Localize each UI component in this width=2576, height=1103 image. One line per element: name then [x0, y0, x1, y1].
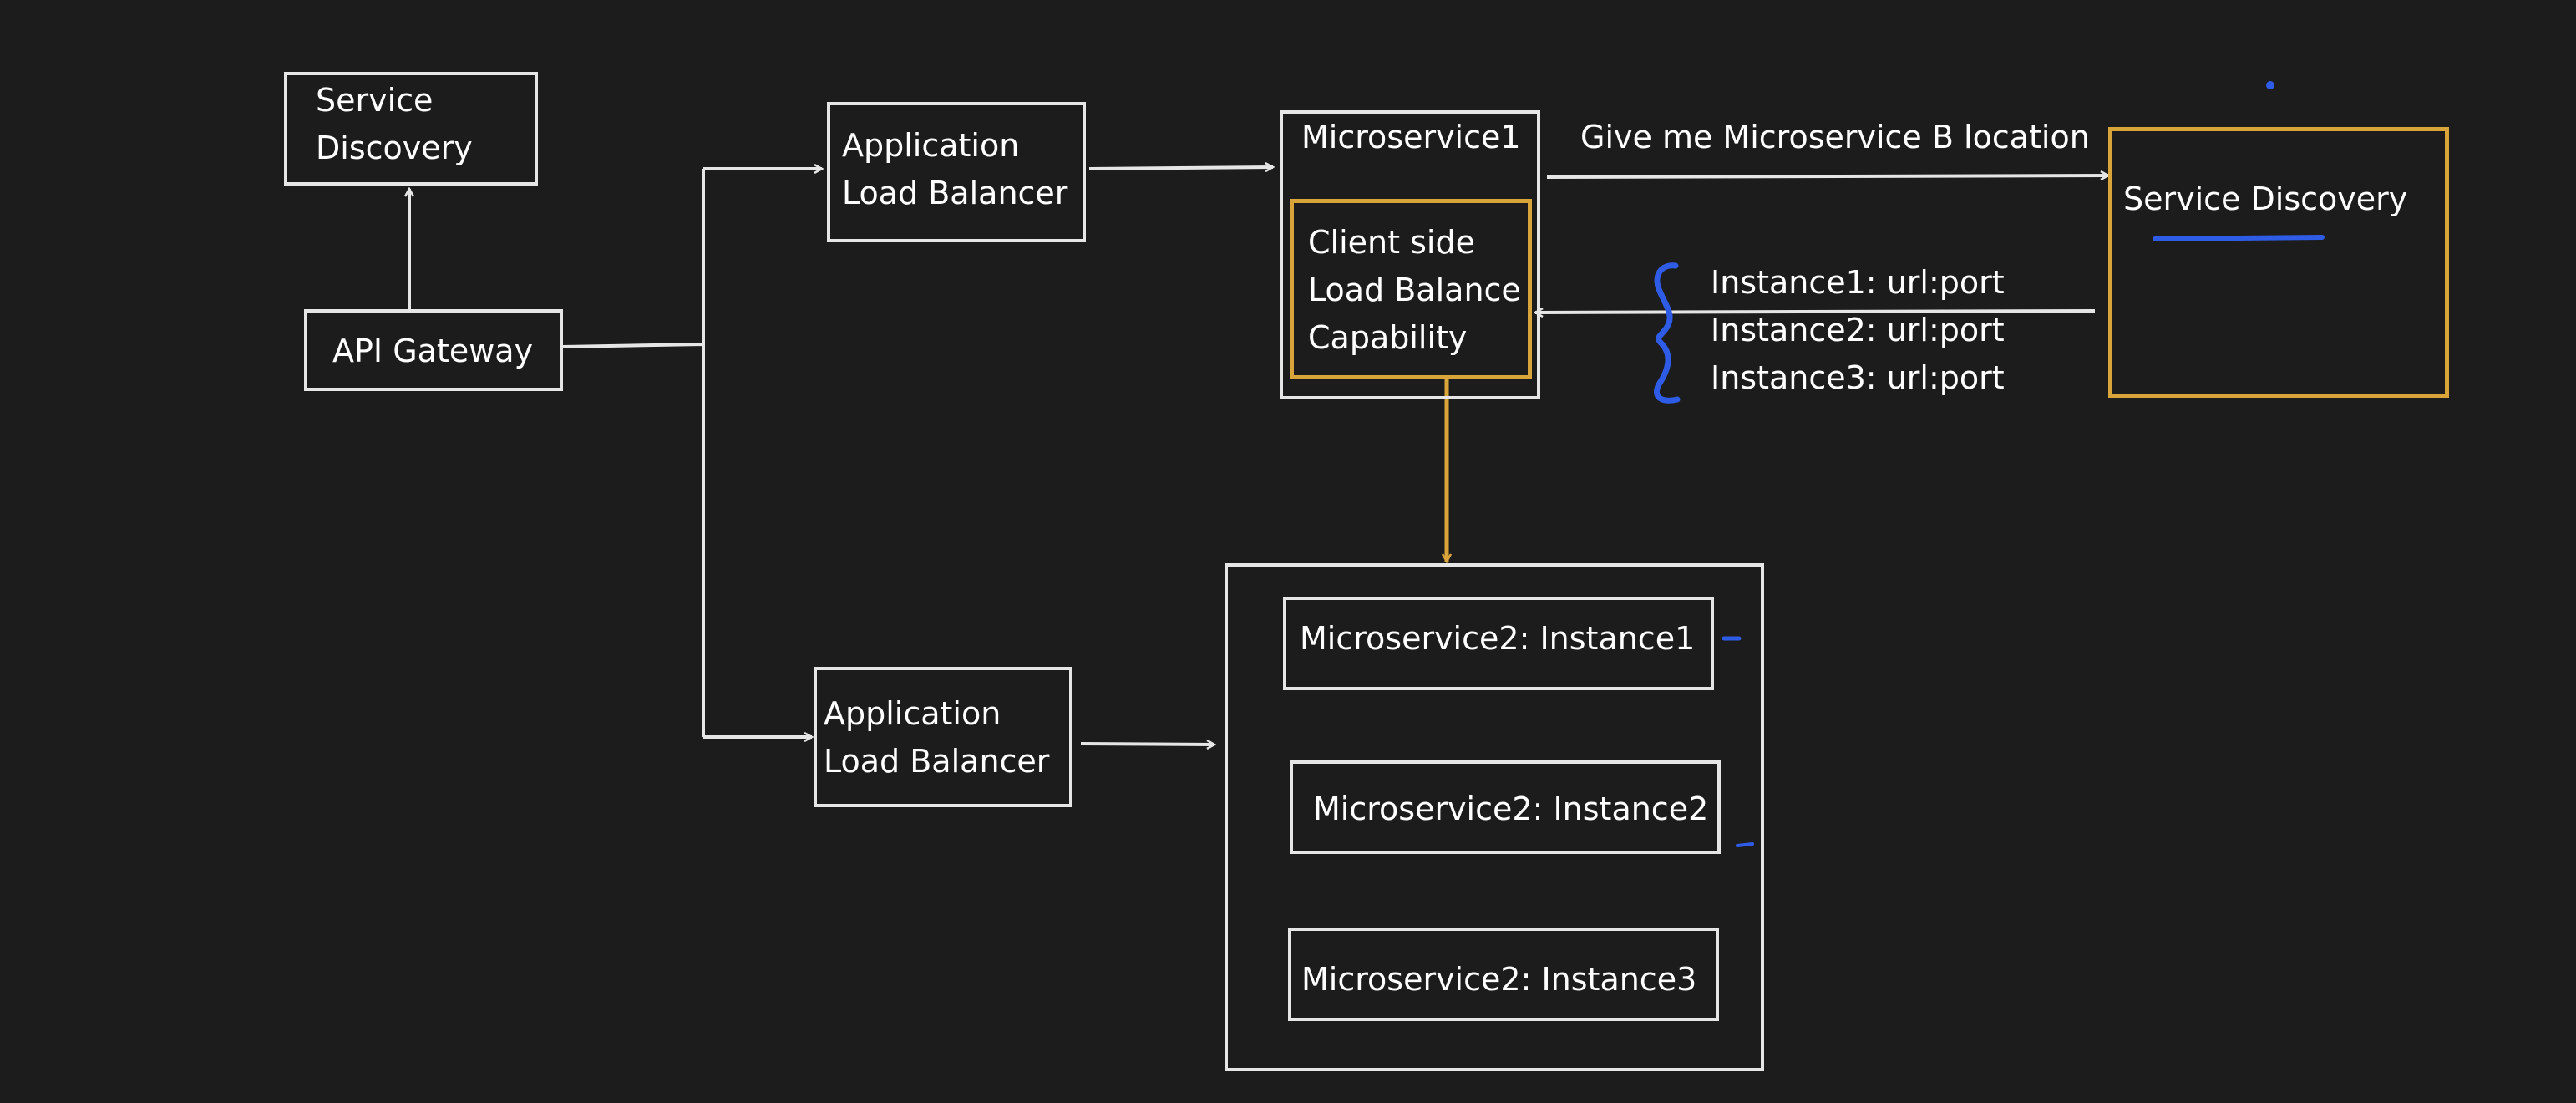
underline-annotation [2153, 235, 2325, 241]
ms2-instance2-box [1290, 760, 1721, 854]
instance-entry: Instance3: url:port [1711, 359, 2005, 396]
request-location-arrow [1546, 175, 2108, 177]
service-discovery-left-label: Service Discovery [316, 82, 473, 166]
gateway-split-connector [562, 169, 705, 737]
microservice1-label: Microservice1 [1301, 119, 1521, 155]
alb-top-to-microservice1-arrow [1088, 167, 1273, 169]
alb-bottom-box [814, 667, 1072, 807]
ms2-instance3-label: Microservice2: Instance3 [1301, 961, 1697, 998]
client-side-lb-label: Client side Load Balance Capability [1308, 224, 1521, 356]
ms2-instance3-box [1288, 928, 1719, 1021]
service-discovery-right-label: Service Discovery [2123, 180, 2408, 217]
service-discovery-left-box [284, 72, 538, 186]
alb-bottom-label: Application Load Balancer [824, 695, 1050, 780]
ms2-instance1-box [1283, 597, 1714, 690]
alb-top-label: Application Load Balancer [842, 127, 1068, 211]
curly-brace-annotation [1654, 262, 1681, 404]
tick-annotation-2 [1736, 842, 1754, 847]
api-gateway-label: API Gateway [332, 333, 534, 369]
alb-bottom-to-ms2-arrow [1080, 744, 1214, 745]
instance-entry: Instance2: url:port [1711, 312, 2005, 348]
dot-annotation [2266, 81, 2274, 89]
microservice2-group-box [1225, 563, 1764, 1071]
ms2-instance2-label: Microservice2: Instance2 [1313, 790, 1709, 827]
api-gateway-box [304, 309, 563, 391]
service-discovery-right-box [2108, 127, 2449, 398]
ms2-instance1-label: Microservice2: Instance1 [1300, 620, 1696, 657]
client-side-lb-box [1290, 199, 1532, 379]
request-location-label: Give me Microservice B location [1580, 119, 2090, 155]
instance-list-response-arrow [1535, 311, 2096, 313]
alb-top-box [827, 102, 1086, 242]
instance-entry: Instance1: url:port [1711, 264, 2005, 301]
microservice1-box [1280, 110, 1540, 399]
